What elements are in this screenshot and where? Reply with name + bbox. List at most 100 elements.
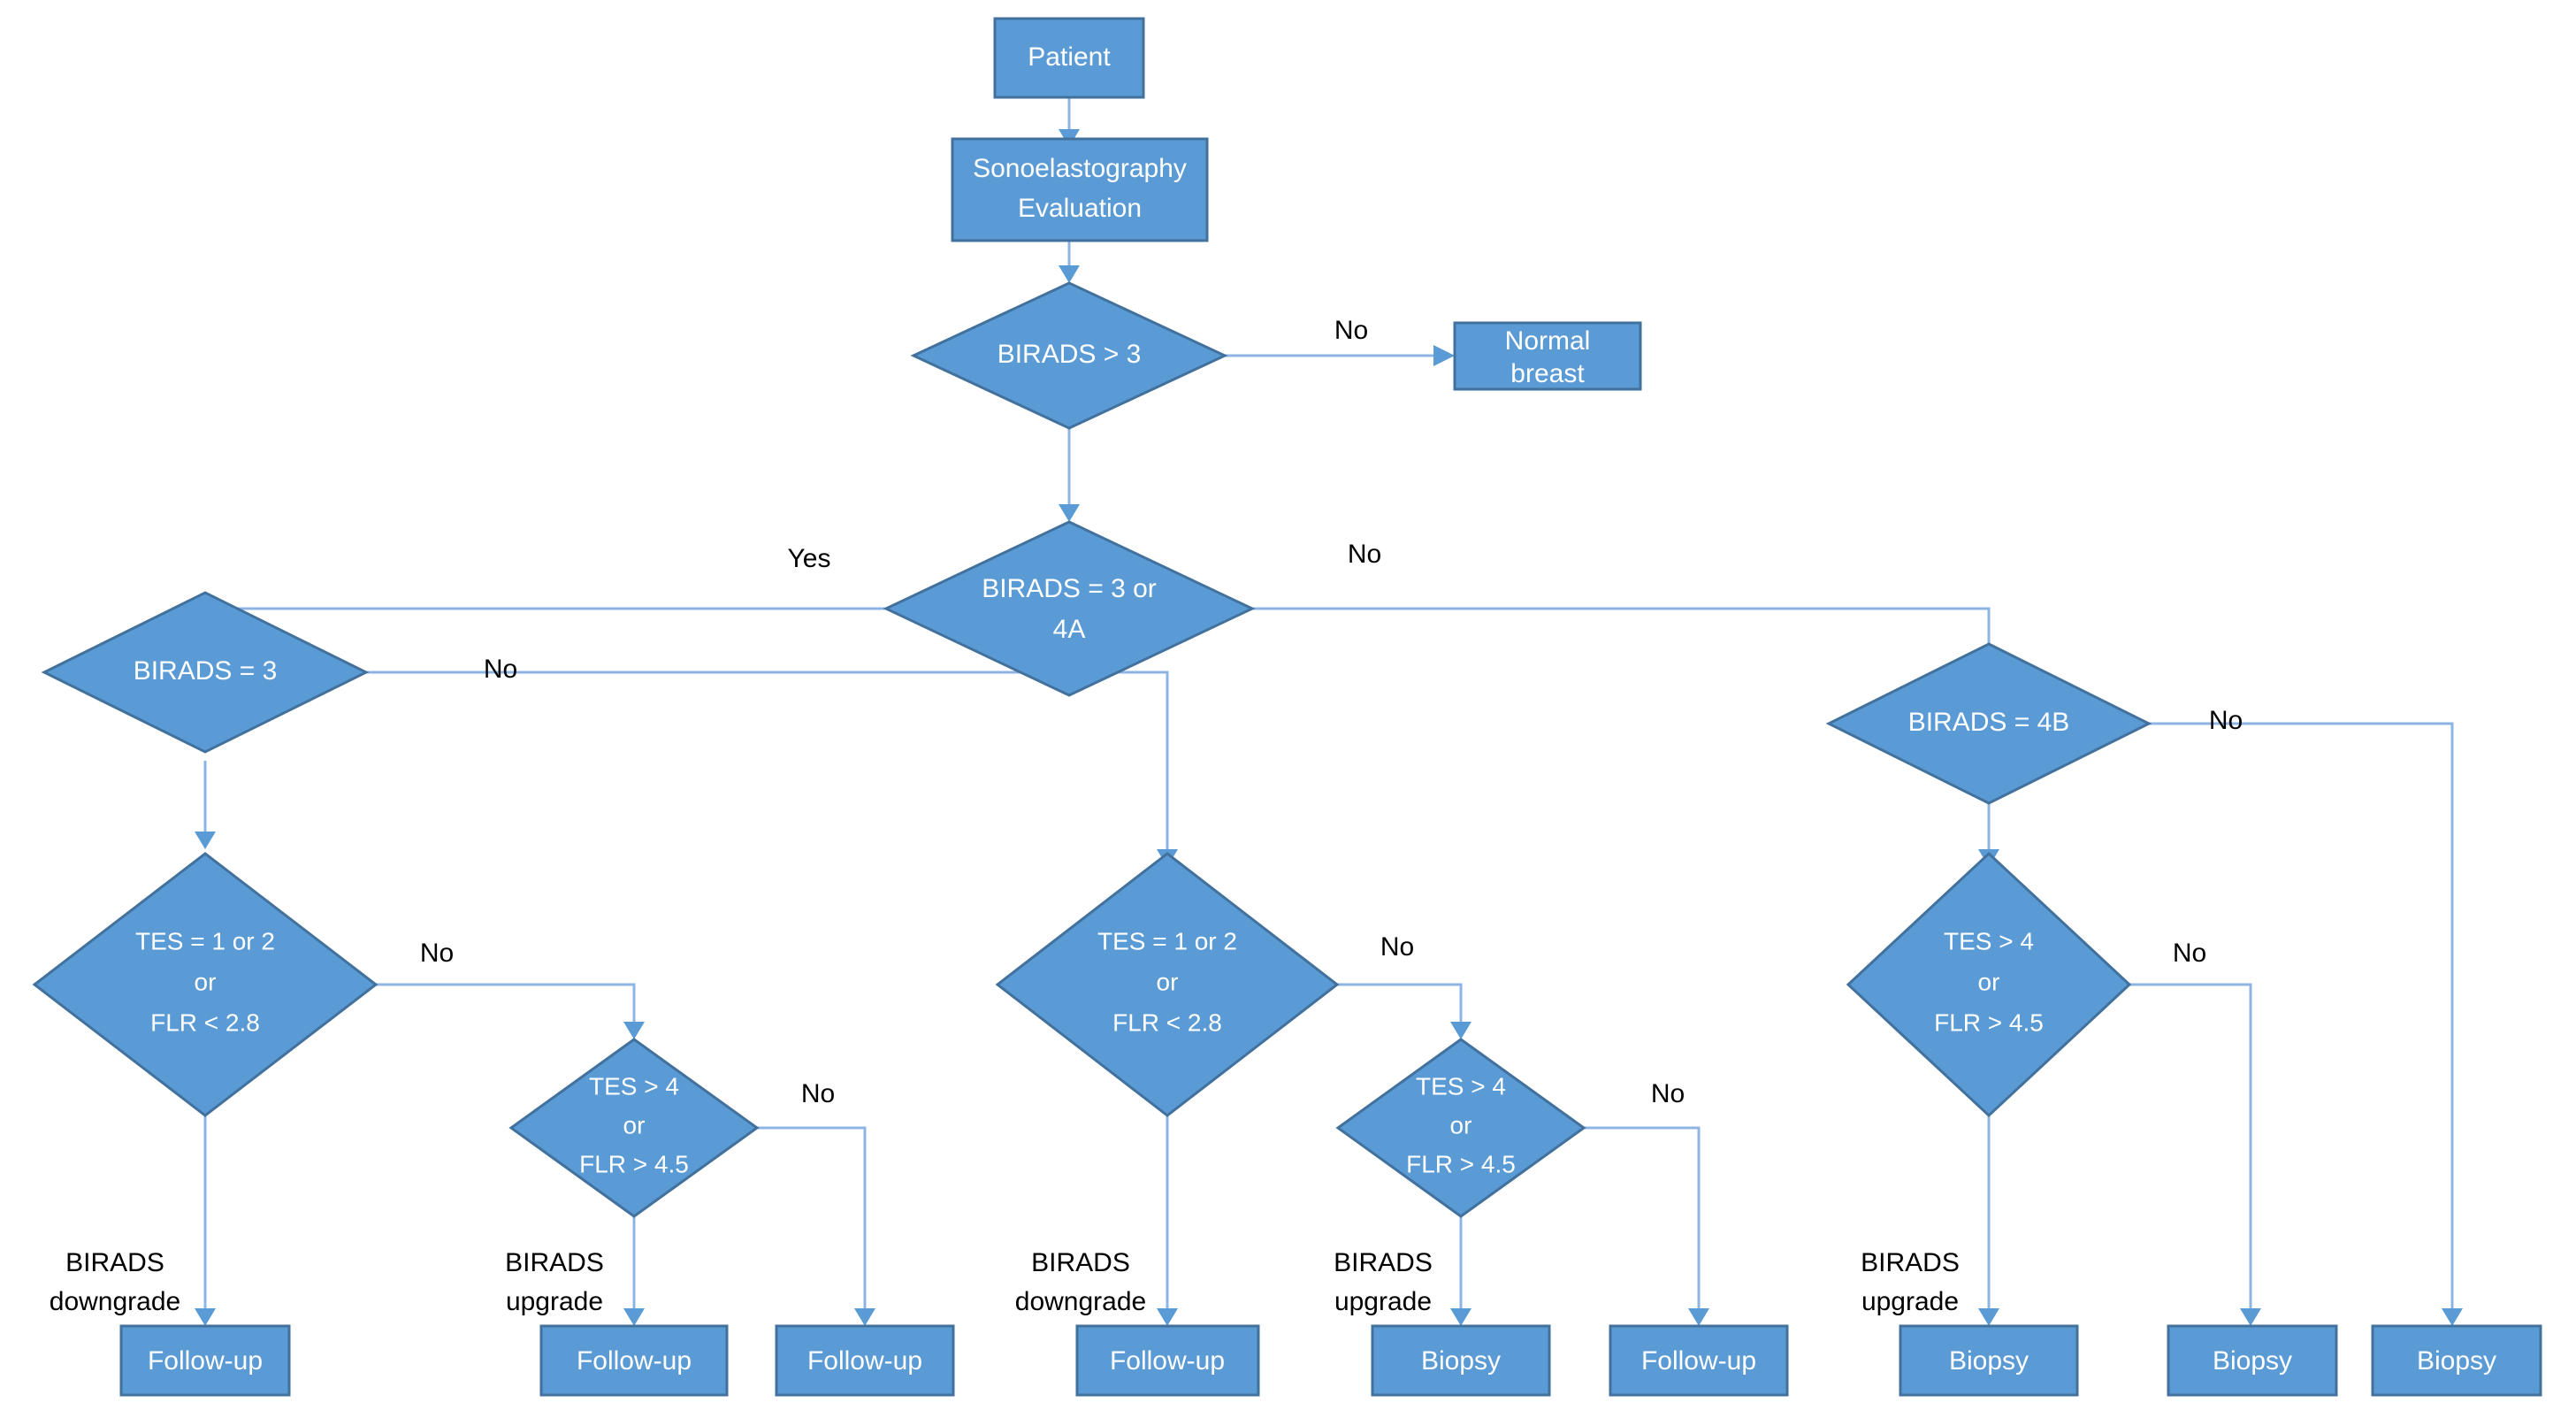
- node-tes-high-mid-line2: or: [1450, 1111, 1472, 1138]
- node-tes-high-right-line3: FLR > 4.5: [1934, 1008, 2044, 1036]
- node-outcome-1[interactable]: Follow-up: [119, 1324, 291, 1397]
- node-patient[interactable]: Patient: [993, 17, 1145, 99]
- node-outcome-1-shape[interactable]: [119, 1324, 291, 1397]
- node-birads-gt3-label: BIRADS > 3: [998, 340, 1142, 369]
- arrowhead-tes-high-right-down: [1978, 1308, 1999, 1326]
- node-tes-high-left-line1: TES > 4: [589, 1072, 679, 1100]
- node-outcome-9[interactable]: Biopsy: [2371, 1324, 2542, 1397]
- node-outcome-1-label: Follow-up: [148, 1346, 263, 1376]
- node-tes-low-mid[interactable]: TES = 1 or 2 or FLR < 2.8: [995, 852, 1340, 1117]
- node-birads-3or4a-label-line1: BIRADS = 3 or: [982, 574, 1157, 603]
- node-patient-label: Patient: [1028, 42, 1111, 72]
- arrowhead-tes-low-mid-down: [1157, 1308, 1178, 1326]
- node-outcome-2[interactable]: Follow-up: [539, 1324, 729, 1397]
- node-sono-shape[interactable]: [951, 137, 1209, 242]
- arrowhead-birads-gt3-down: [1059, 504, 1080, 522]
- node-tes-low-mid-shape[interactable]: [995, 852, 1340, 1117]
- node-birads-3or4a-label-line2: 4A: [1053, 615, 1086, 644]
- node-tes-high-left-line3: FLR > 4.5: [579, 1150, 689, 1177]
- edge-tes-high-left-no: [757, 1126, 867, 1308]
- node-tes-high-right-shape[interactable]: [1846, 851, 2132, 1118]
- node-tes-low-mid-line3: FLR < 2.8: [1112, 1008, 1222, 1036]
- node-outcome-9-shape[interactable]: [2371, 1324, 2542, 1397]
- node-outcome-3-label: Follow-up: [807, 1346, 922, 1376]
- node-outcome-4[interactable]: Follow-up: [1075, 1324, 1260, 1397]
- node-outcome-5[interactable]: Biopsy: [1371, 1324, 1551, 1397]
- node-tes-high-right[interactable]: TES > 4 or FLR > 4.5: [1846, 851, 2132, 1118]
- note-downgrade-left-line2: downgrade: [50, 1287, 180, 1316]
- node-birads-greater-than-3[interactable]: BIRADS > 3: [910, 281, 1228, 430]
- node-outcome-3[interactable]: Follow-up: [775, 1324, 955, 1397]
- node-normal-breast[interactable]: Normal breast: [1453, 321, 1642, 391]
- edge-label-no-birads-eq3: No: [484, 655, 517, 684]
- edge-labels-layer: No Yes No No No No No No No No: [420, 316, 2243, 1108]
- node-patient-shape[interactable]: [993, 17, 1145, 99]
- node-sonoelastography-evaluation[interactable]: Sonoelastography Evaluation: [951, 137, 1209, 242]
- arrowhead-tes-high-mid-down: [1450, 1308, 1471, 1326]
- node-outcome-7-shape[interactable]: [1899, 1324, 2079, 1397]
- node-birads-3-or-4a[interactable]: BIRADS = 3 or 4A: [883, 520, 1256, 697]
- edge-label-no-birads-gt3: No: [1334, 316, 1368, 345]
- note-downgrade-left-line1: BIRADS: [65, 1248, 164, 1277]
- edge-label-no-tes-low-mid: No: [1380, 932, 1414, 962]
- edge-birads-4b-no: [2149, 722, 2454, 1308]
- node-tes-high-mid-line3: FLR > 4.5: [1406, 1150, 1516, 1177]
- note-downgrade-mid-line2: downgrade: [1015, 1287, 1146, 1316]
- node-outcome-8-shape[interactable]: [2167, 1324, 2338, 1397]
- node-outcome-6-label: Follow-up: [1641, 1346, 1756, 1376]
- arrowhead-tes-high-right-no: [2240, 1308, 2261, 1326]
- node-normal-breast-shape[interactable]: [1453, 321, 1642, 391]
- edge-birads-eq3-no: [366, 671, 1169, 849]
- node-tes-high-mid-shape[interactable]: [1335, 1038, 1586, 1218]
- node-tes-high-mid-line1: TES > 4: [1416, 1072, 1506, 1100]
- node-sono-label-line1: Sonoelastography: [973, 154, 1187, 183]
- node-tes-high-left-shape[interactable]: [508, 1038, 760, 1218]
- node-outcome-8[interactable]: Biopsy: [2167, 1324, 2338, 1397]
- arrowhead-tes-high-mid-no: [1688, 1308, 1709, 1326]
- arrowhead-tes-low-mid-no: [1450, 1022, 1471, 1039]
- node-birads-equals-4b[interactable]: BIRADS = 4B: [1825, 642, 2152, 805]
- node-outcome-2-label: Follow-up: [577, 1346, 692, 1376]
- node-outcome-6-shape[interactable]: [1609, 1324, 1789, 1397]
- node-birads-4b-shape[interactable]: [1825, 642, 2152, 805]
- arrowhead-birads-4b-no: [2442, 1308, 2463, 1326]
- node-outcome-5-shape[interactable]: [1371, 1324, 1551, 1397]
- node-outcome-7-label: Biopsy: [1949, 1346, 2029, 1376]
- node-birads-gt3-shape[interactable]: [910, 281, 1228, 430]
- edge-label-no-tes-high-mid: No: [1651, 1079, 1685, 1108]
- edge-label-no-tes-low-left: No: [420, 939, 454, 968]
- note-upgrade-left-line2: upgrade: [506, 1287, 603, 1316]
- node-outcome-7[interactable]: Biopsy: [1899, 1324, 2079, 1397]
- node-outcome-3-shape[interactable]: [775, 1324, 955, 1397]
- edge-label-no-birads-4b: No: [2209, 706, 2243, 735]
- node-tes-low-left-shape[interactable]: [32, 852, 378, 1117]
- node-outcome-4-shape[interactable]: [1075, 1324, 1260, 1397]
- note-upgrade-mid-line1: BIRADS: [1334, 1248, 1433, 1277]
- arrowhead-tes-high-left-down: [623, 1308, 645, 1326]
- arrowhead-birads-eq3-down: [195, 832, 216, 849]
- node-tes-low-mid-line2: or: [1157, 968, 1179, 995]
- node-outcome-2-shape[interactable]: [539, 1324, 729, 1397]
- note-upgrade-left-line1: BIRADS: [505, 1248, 604, 1277]
- edge-label-yes-3or4a: Yes: [788, 544, 831, 573]
- node-outcome-9-label: Biopsy: [2417, 1346, 2496, 1376]
- edge-label-no-tes-high-left: No: [801, 1079, 835, 1108]
- note-upgrade-mid-line2: upgrade: [1334, 1287, 1432, 1316]
- node-tes-high-mid[interactable]: TES > 4 or FLR > 4.5: [1335, 1038, 1586, 1218]
- edge-tes-low-mid-no: [1337, 983, 1463, 1022]
- node-tes-low-left-line1: TES = 1 or 2: [135, 927, 275, 954]
- node-tes-high-left[interactable]: TES > 4 or FLR > 4.5: [508, 1038, 760, 1218]
- node-tes-low-left[interactable]: TES = 1 or 2 or FLR < 2.8: [32, 852, 378, 1117]
- node-outcome-8-label: Biopsy: [2213, 1346, 2292, 1376]
- node-birads-3or4a-shape[interactable]: [883, 520, 1256, 697]
- arrowhead-birads-gt3-no: [1433, 345, 1455, 366]
- node-normal-breast-label-line2: breast: [1510, 359, 1585, 388]
- node-birads-eq3-shape[interactable]: [41, 591, 370, 754]
- edge-label-no-tes-high-right: No: [2173, 939, 2206, 968]
- node-tes-high-right-line1: TES > 4: [1944, 927, 2034, 954]
- node-birads-equals-3[interactable]: BIRADS = 3: [41, 591, 370, 754]
- node-tes-low-mid-line1: TES = 1 or 2: [1097, 927, 1237, 954]
- node-outcome-6[interactable]: Follow-up: [1609, 1324, 1789, 1397]
